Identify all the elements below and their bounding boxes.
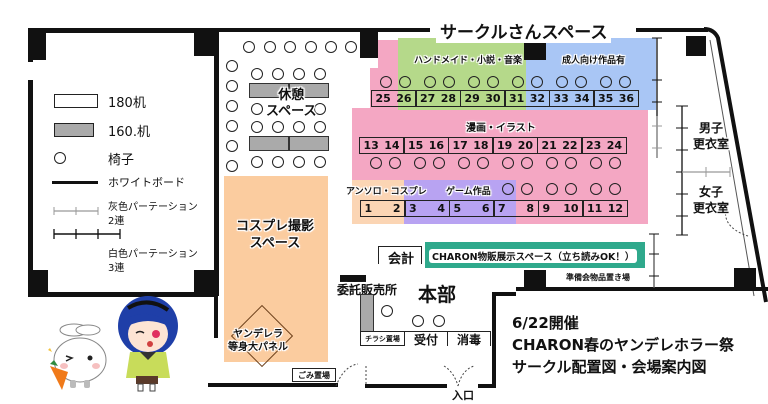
legend-160-table-icon xyxy=(54,123,94,137)
wall xyxy=(370,28,430,32)
pillar xyxy=(30,270,48,296)
wall xyxy=(478,384,496,388)
pillar xyxy=(524,270,546,290)
wall xyxy=(492,292,516,296)
legend-180-table-label: 180机 xyxy=(108,96,146,111)
reception-desk[interactable]: 受付 xyxy=(404,331,448,347)
wall xyxy=(214,28,219,296)
zone-cosplay xyxy=(224,176,328,362)
genre-manga: 漫画・イラスト xyxy=(466,123,536,134)
zone-adult-blue xyxy=(526,38,656,110)
wall xyxy=(28,80,33,296)
girl-mascot-icon xyxy=(118,296,178,392)
bunny-mascot-icon xyxy=(48,323,107,390)
legend-gray-partition-label: 灰色パーテーション xyxy=(108,202,198,213)
legend: 180机 160.机 椅子 ホワイトボード 灰色パーテーション 2連 白色パーテ… xyxy=(50,88,210,274)
pillar xyxy=(686,36,706,56)
legend-gray-partition-count: 2連 xyxy=(108,216,125,227)
event-subtitle: サークル配置図・会場案内図 xyxy=(512,358,707,376)
genre-anthology: アンソロ・コスプレ xyxy=(346,187,427,197)
genre-adult: 成人向け作品有 xyxy=(562,56,626,66)
legend-180-table-icon xyxy=(54,94,98,108)
consignment-label: 委託販売所 xyxy=(337,283,398,297)
wall xyxy=(636,28,708,32)
pillar xyxy=(360,30,378,58)
legend-white-partition-icon xyxy=(53,229,121,239)
wall xyxy=(492,292,496,388)
legend-whiteboard-icon xyxy=(52,181,98,184)
male-changing-room-label: 男子 更衣室 xyxy=(693,121,730,151)
accounting-label: 会計 xyxy=(388,252,415,267)
wall xyxy=(516,287,768,291)
event-date: 6/22開催 xyxy=(512,314,579,332)
wall xyxy=(214,296,218,338)
yandere-panel-label: ヤンデレラ 等身大パネル xyxy=(228,329,288,353)
charon-display-label: CHARON物販展示スペース（立ち読みOK！） xyxy=(429,249,638,263)
pillar xyxy=(734,268,756,290)
flyers-area: チラシ置場 xyxy=(360,331,405,346)
consignment-table xyxy=(360,294,374,332)
accounting-table xyxy=(378,246,422,264)
partitions xyxy=(649,37,749,288)
slanted-wall xyxy=(703,27,768,303)
circle-space-title: サークルさんスペース xyxy=(436,18,612,43)
disinfection-desk[interactable]: 消毒 xyxy=(447,331,491,347)
event-name: CHARON春のヤンデレホラー祭 xyxy=(512,336,735,354)
wall xyxy=(216,28,428,32)
zone-manga-pink-topright xyxy=(370,68,400,110)
event-title: 6/22開催 CHARON春のヤンデレホラー祭 サークル配置図・会場案内図 xyxy=(512,312,734,378)
chair xyxy=(433,315,445,327)
pillar xyxy=(194,30,218,56)
legend-gray-partition-icon xyxy=(53,207,99,215)
rest-space-label: 休憩 スペース xyxy=(266,88,317,119)
pillar xyxy=(30,30,46,60)
cosplay-space-label: コスプレ撮影 スペース xyxy=(236,219,315,251)
female-changing-room-label: 女子 更衣室 xyxy=(693,185,730,215)
storage-label: 準備会物品置き場 xyxy=(566,273,630,282)
legend-white-partition-label: 白色パーテーション xyxy=(108,249,198,260)
legend-white-partition-count: 3連 xyxy=(108,263,125,274)
chair xyxy=(412,315,424,327)
legend-160-table-label: 160.机 xyxy=(108,125,150,140)
hq-label: 本部 xyxy=(418,284,457,306)
pillar xyxy=(340,275,366,282)
wall xyxy=(365,384,447,388)
wall xyxy=(208,383,338,387)
legend-whiteboard-label: ホワイトボード xyxy=(108,176,185,189)
pillar xyxy=(194,270,216,296)
door-swings xyxy=(335,363,475,387)
genre-handmade: ハンドメイド・小説・音楽 xyxy=(414,56,523,66)
trash-area: ごみ置場 xyxy=(292,368,336,382)
wall xyxy=(28,292,218,297)
genre-game: ゲーム作品 xyxy=(446,187,491,197)
legend-chair-label: 椅子 xyxy=(108,153,135,168)
legend-chair-icon xyxy=(54,152,66,164)
wall xyxy=(28,28,216,33)
entrance-label: 入口 xyxy=(452,389,474,402)
chair xyxy=(381,305,393,317)
